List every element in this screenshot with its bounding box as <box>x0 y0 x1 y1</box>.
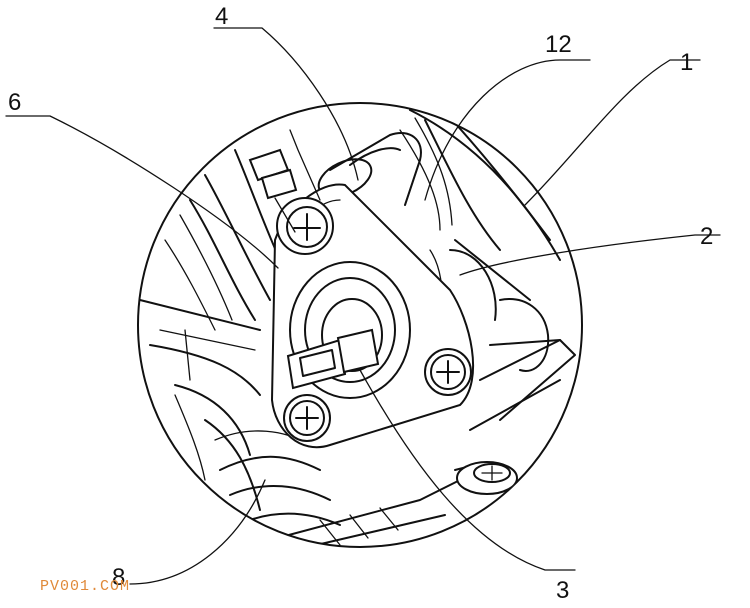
leader-lines <box>5 27 721 585</box>
screw-lower <box>283 394 331 442</box>
callout-6: 6 <box>8 89 21 116</box>
callout-4: 4 <box>215 3 228 30</box>
detail-circle <box>137 102 583 548</box>
screw-top <box>276 197 334 255</box>
callout-3: 3 <box>556 577 569 604</box>
callout-1: 1 <box>680 49 693 76</box>
callout-8: 8 <box>112 564 125 591</box>
watermark: PV001.COM <box>40 578 130 595</box>
mechanism-drawing <box>139 109 576 547</box>
callout-2: 2 <box>700 223 713 250</box>
screw-right <box>424 348 472 396</box>
callout-12: 12 <box>545 31 572 58</box>
